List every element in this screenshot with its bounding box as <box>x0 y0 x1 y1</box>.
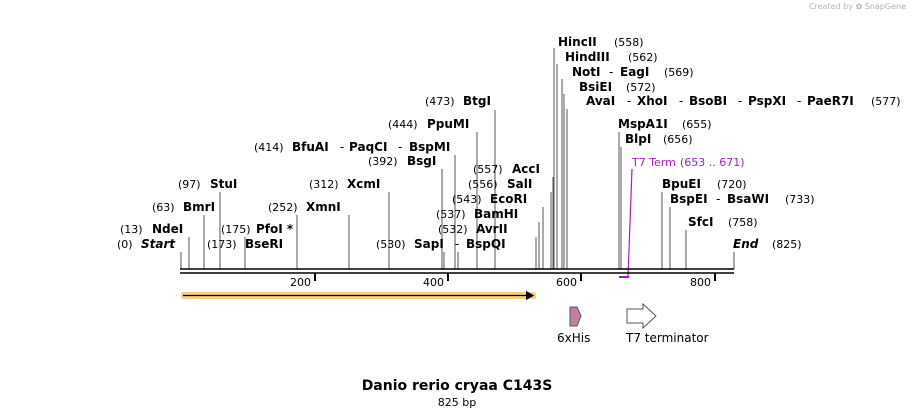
site-pos: (0) <box>117 238 133 251</box>
site-name[interactable]: AvaI <box>586 94 615 108</box>
site-name[interactable]: HincII <box>558 35 597 49</box>
feature-label: 6xHis <box>557 331 590 345</box>
site-pos: (473) <box>425 95 455 108</box>
credit-prefix: Created by <box>808 2 853 11</box>
site-name[interactable]: StuI <box>210 177 237 191</box>
site-separator: - <box>716 192 720 206</box>
site-name[interactable]: BtgI <box>463 94 491 108</box>
site-pos: (569) <box>664 66 694 79</box>
snapgene-credit: Created by ✿ SnapGene <box>809 2 906 11</box>
primer-t7-term[interactable]: T7 Term (653 .. 671) <box>619 156 745 278</box>
site-pos: (312) <box>309 178 339 191</box>
site-name[interactable]: BlpI <box>625 132 651 146</box>
site-name[interactable]: XhoI <box>637 94 668 108</box>
site-pos: (530) <box>376 238 406 251</box>
site-name[interactable]: XcmI <box>347 177 380 191</box>
site-name[interactable]: AvrII <box>476 222 508 236</box>
site-pos: (556) <box>468 178 498 191</box>
site-name[interactable]: BmrI <box>183 200 215 214</box>
site-name[interactable]: PaeR7I <box>807 94 854 108</box>
site-name[interactable]: NdeI <box>152 222 183 236</box>
tick-label: 800 <box>690 276 711 289</box>
credit-brand: SnapGene <box>864 2 906 11</box>
feature-label: T7 terminator <box>625 331 709 345</box>
site-pos: (414) <box>254 141 284 154</box>
site-pos: (825) <box>772 238 802 251</box>
site-name[interactable]: BfuAI <box>292 140 329 154</box>
site-separator: - <box>609 65 613 79</box>
site-name[interactable]: BsaWI <box>727 192 769 206</box>
site-pos: (13) <box>120 223 143 236</box>
site-pos: (392) <box>368 155 398 168</box>
site-name[interactable]: BpuEI <box>662 177 701 191</box>
site-name[interactable]: End <box>733 237 759 251</box>
site-name[interactable]: BseRI <box>245 237 283 251</box>
map-title: Danio rerio cryaa C143S <box>361 378 553 394</box>
site-name[interactable]: BspEI <box>670 192 708 206</box>
site-pos: (656) <box>663 133 693 146</box>
site-name[interactable]: BspMI <box>409 140 450 154</box>
site-pos: (758) <box>728 216 758 229</box>
site-pos: (720) <box>717 178 747 191</box>
site-pos: (543) <box>452 193 482 206</box>
site-pos: (173) <box>207 238 237 251</box>
site-name[interactable]: EcoRI <box>490 192 527 206</box>
site-name[interactable]: BspQI <box>466 237 506 251</box>
site-name[interactable]: NotI <box>572 65 601 79</box>
site-pos: (557) <box>473 163 503 176</box>
site-pos: (572) <box>626 81 656 94</box>
site-separator: - <box>679 94 683 108</box>
map-length: 825 bp <box>437 396 477 409</box>
site-name[interactable]: AccI <box>512 162 540 176</box>
site-name[interactable]: PpuMI <box>427 117 469 131</box>
snapgene-logo-icon: ✿ <box>855 2 863 11</box>
site-pos: (655) <box>682 118 712 131</box>
site-pos: (175) <box>221 223 251 236</box>
site-pos: (733) <box>785 193 815 206</box>
primer-label: T7 Term <box>631 156 676 169</box>
site-name[interactable]: PfoI * <box>256 222 294 236</box>
site-name[interactable]: BsiEI <box>579 80 612 94</box>
site-separator: - <box>627 94 631 108</box>
site-separator: - <box>738 94 742 108</box>
site-name[interactable]: PaqCI <box>349 140 387 154</box>
site-pos: (63) <box>152 201 175 214</box>
tick-label: 600 <box>556 276 577 289</box>
site-pos: (444) <box>388 118 418 131</box>
site-pos: (537) <box>436 208 466 221</box>
tick-label: 200 <box>290 276 311 289</box>
site-name[interactable]: BsgI <box>407 154 436 168</box>
primer-range: (653 .. 671) <box>680 156 745 169</box>
site-name[interactable]: SapI <box>414 237 444 251</box>
site-name[interactable]: MspA1I <box>618 117 668 131</box>
leader-lines <box>180 48 735 269</box>
site-separator: - <box>797 94 801 108</box>
site-name[interactable]: XmnI <box>306 200 341 214</box>
feature-t7-terminator[interactable]: T7 terminator <box>625 302 709 345</box>
feature-6xhis[interactable]: 6xHis <box>557 306 590 345</box>
orf-arrow[interactable] <box>181 290 536 301</box>
tick-label: 400 <box>423 276 444 289</box>
site-pos: (558) <box>614 36 644 49</box>
site-name[interactable]: HindIII <box>565 50 610 64</box>
site-name[interactable]: BamHI <box>474 207 518 221</box>
site-pos: (562) <box>628 51 658 64</box>
site-pos: (252) <box>268 201 298 214</box>
sequence-map: T7 Term (653 .. 671) 200 400 600 800 6xH… <box>117 35 901 345</box>
site-name[interactable]: EagI <box>620 65 649 79</box>
site-separator: - <box>340 140 344 154</box>
site-name[interactable]: SfcI <box>688 215 713 229</box>
sequence-ruler: 200 400 600 800 <box>180 268 734 289</box>
site-pos: (532) <box>438 223 468 236</box>
site-pos: (577) <box>871 95 901 108</box>
site-pos: (97) <box>178 178 201 191</box>
site-labels: (13) NdeI (0) Start (63) BmrI (97) StuI … <box>117 35 901 251</box>
site-name[interactable]: PspXI <box>748 94 786 108</box>
site-name[interactable]: SalI <box>507 177 532 191</box>
site-separator: - <box>455 237 459 251</box>
site-separator: - <box>398 140 402 154</box>
site-name[interactable]: Start <box>141 237 176 251</box>
site-name[interactable]: BsoBI <box>689 94 727 108</box>
